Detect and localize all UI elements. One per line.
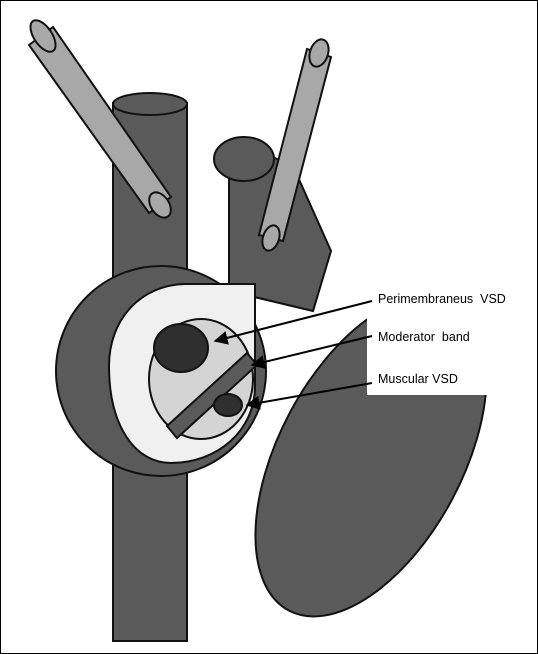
label-moderator-band: Moderator band <box>378 330 470 344</box>
vena-cava-opening <box>113 93 187 115</box>
aorta-opening <box>214 137 274 181</box>
muscular-vsd-defect <box>214 394 242 416</box>
label-perimembraneus-vsd: Perimembraneus VSD <box>378 292 506 306</box>
label-muscular-vsd: Muscular VSD <box>378 372 458 386</box>
perimembraneus-vsd-defect <box>154 324 208 372</box>
